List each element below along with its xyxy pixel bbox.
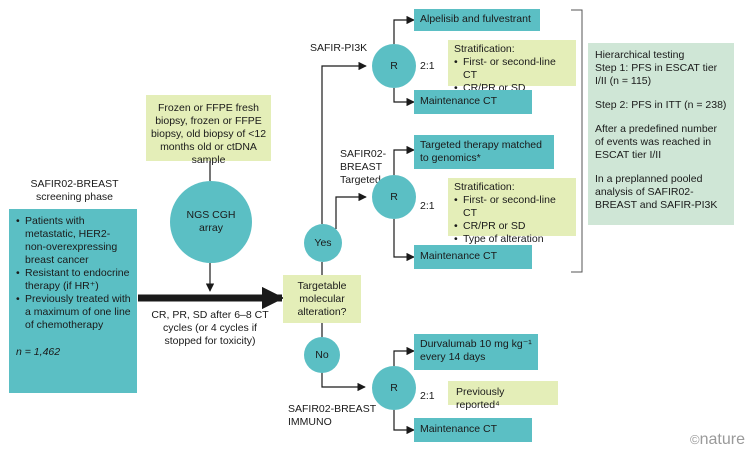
stratification-item: First- or second-line CT <box>454 56 570 82</box>
stratification-item: Type of alteration <box>454 233 570 246</box>
pi3k-ratio: 2:1 <box>420 60 435 72</box>
no-node: No <box>304 337 340 373</box>
safir02-immuno-label: SAFIR02-BREAST IMMUNO <box>288 403 376 428</box>
ngs-cgh-array-node: NGS CGH array <box>170 181 252 263</box>
criterion-item: Previously treated with a maximum of one… <box>16 293 131 332</box>
pi3k-arm-alpelisib: Alpelisib and fulvestrant <box>414 9 540 31</box>
pi3k-randomization-node: R <box>372 44 416 88</box>
stratification-item: CR/PR or SD <box>454 220 570 233</box>
hierarchical-testing-panel: Hierarchical testing Step 1: PFS in ESCA… <box>588 43 734 225</box>
bracket <box>571 9 583 273</box>
hierarchy-after: After a predefined number of events was … <box>595 123 717 161</box>
targeted-randomization-node: R <box>372 175 416 219</box>
hierarchy-title: Hierarchical testing <box>595 49 685 61</box>
hierarchy-step1: Step 1: PFS in ESCAT tier I/II (n = 115) <box>595 62 718 87</box>
criterion-item: Resistant to endocrine therapy (if HR⁺) <box>16 267 131 293</box>
immuno-ratio: 2:1 <box>420 390 435 402</box>
screening-n: n = 1,462 <box>16 346 61 358</box>
immuno-arm-durvalumab: Durvalumab 10 mg kg⁻¹ every 14 days <box>414 334 538 370</box>
safir-pi3k-label: SAFIR-PI3K <box>310 42 368 54</box>
criterion-item: Patients with metastatic, HER2-non-overe… <box>16 215 131 267</box>
immuno-arm-maintenance-ct: Maintenance CT <box>414 418 532 442</box>
targeted-ratio: 2:1 <box>420 200 435 212</box>
stratification-title: Stratification: <box>454 181 515 193</box>
biopsy-box: Frozen or FFPE fresh biopsy, frozen or F… <box>146 95 271 166</box>
targetable-alteration-decision: Targetable molecular alteration? <box>283 275 361 323</box>
immuno-randomization-node: R <box>372 366 416 410</box>
hierarchy-pooled: In a preplanned pooled analysis of SAFIR… <box>595 173 718 211</box>
targeted-arm-matched-therapy: Targeted therapy matched to genomics* <box>414 135 554 169</box>
screening-criteria-list: Patients with metastatic, HER2-non-overe… <box>16 215 131 332</box>
safir02-targeted-label: SAFIR02-BREAST Targeted <box>340 148 387 186</box>
yes-node: Yes <box>304 224 342 262</box>
screening-criteria-box: Patients with metastatic, HER2-non-overe… <box>9 209 137 393</box>
immuno-previously-reported: Previously reported⁴ <box>448 381 558 411</box>
pi3k-arm-maintenance-ct: Maintenance CT <box>414 90 532 114</box>
nature-logo: ©nature <box>690 431 745 448</box>
stratification-title: Stratification: <box>454 43 515 55</box>
stratification-item: First- or second-line CT <box>454 194 570 220</box>
hierarchy-step2: Step 2: PFS in ITT (n = 238) <box>595 99 727 111</box>
screening-title: SAFIR02-BREAST screening phase <box>30 178 119 203</box>
targeted-arm-maintenance-ct: Maintenance CT <box>414 245 532 269</box>
response-criteria: CR, PR, SD after 6–8 CT cycles (or 4 cyc… <box>151 309 269 347</box>
targeted-stratification-box: Stratification: First- or second-line CT… <box>448 178 576 246</box>
pi3k-stratification-box: Stratification: First- or second-line CT… <box>448 40 576 95</box>
